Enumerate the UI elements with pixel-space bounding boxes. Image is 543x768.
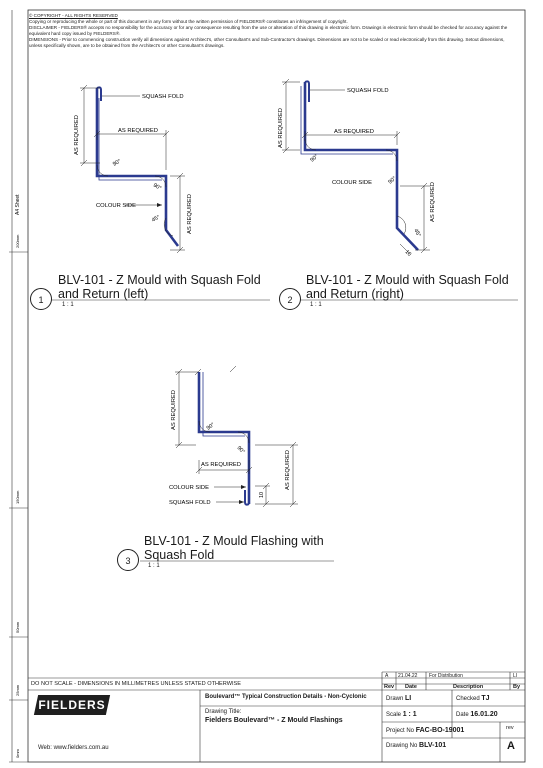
project-no-label: Project No [386,728,415,734]
date-label: Date [456,712,469,718]
detail-3-as-required-left: AS REQUIRED [171,390,177,430]
detail-2-squash-fold-label: SQUASH FOLD [347,88,389,94]
rev-row-by: LI [513,673,518,679]
detail-2-as-required-left: AS REQUIRED [278,108,284,148]
detail-3-number: 3 [117,549,139,571]
project-no-value: FAC-BO-19001 [415,727,465,734]
detail-1-squash-fold-label: SQUASH FOLD [142,94,184,100]
ruler-mark-150: 150mm [15,490,20,504]
titleblock-grid [28,671,525,762]
drawing-no-label: Drawing No [386,743,418,749]
detail-2-drawing: SQUASH FOLD AS REQUIRED AS REQUIRED AS R… [278,78,436,258]
date-field: Date 16.01.20 [456,711,498,718]
project-title: Boulevard™ Typical Construction Details … [205,694,367,700]
drawing-title: Fielders Boulevard™ - Z Mould Flashings [205,717,343,724]
detail-2-angle-45: 45° [412,228,421,238]
drawing-title-label: Drawing Title: [205,709,242,715]
rev-header-rev: Rev [384,684,395,690]
detail-2-scale: 1 : 1 [310,302,322,308]
detail-2-dim-10: 10 [404,249,413,258]
copy-note: Copying or reproducing the whole or part… [29,19,348,24]
copyright-notes: © COPYRIGHT - ALL RIGHTS RESERVED Copyin… [29,13,519,49]
detail-1-angle-90b: 90° [152,183,162,192]
checked-value: TJ [481,695,490,702]
detail-1-as-required-right: AS REQUIRED [187,194,193,234]
detail-1-title-line1: BLV-101 - Z Mould with Squash Fold [58,273,261,287]
drawn-value: LI [405,695,412,702]
rev-row-rev: A [385,673,389,679]
detail-2-title: BLV-101 - Z Mould with Squash Fold and R… [306,273,509,301]
ruler-mark-50: 50mm [15,621,20,633]
ruler-mark-200: 200mm [15,234,20,248]
detail-2-angle-90b: 90° [387,176,397,186]
detail-1-as-required-top: AS REQUIRED [118,128,158,134]
rev-value: A [507,740,515,752]
scale-value: 1 : 1 [402,711,417,718]
ruler-mark-25: 25mm [15,684,20,696]
detail-1-colour-side: COLOUR SIDE [96,203,136,209]
rev-row-description: For Distribution [429,673,463,679]
detail-1-flashing [95,88,180,247]
detail-3-title-line2: Squash Fold [144,548,215,562]
do-not-scale-note: DO NOT SCALE - DIMENSIONS IN MILLIMETRES… [31,681,242,687]
project-no-field: Project No FAC-BO-19001 [386,727,464,734]
detail-1-scale: 1 : 1 [62,302,74,308]
fielders-logo-text: FIELDERS [38,698,106,712]
detail-2-title-line1: BLV-101 - Z Mould with Squash Fold [306,273,509,287]
scale-field: Scale 1 : 1 [386,711,417,718]
detail-3-angle-90a: 90° [206,422,216,432]
fielders-logo: FIELDERS [33,695,111,715]
ruler-ticks [9,251,28,763]
rev-header-date: Date [405,684,417,690]
ruler-sheet-label: A4 Sheet [15,194,21,215]
detail-2-squash-fold [304,80,310,102]
detail-title-underlines [50,299,518,562]
rev-header-description: Description [453,684,484,690]
drawing-no-field: Drawing No BLV-101 [386,742,446,749]
detail-2-title-line2: and Return (right) [306,287,404,301]
date-value: 16.01.20 [470,711,498,718]
detail-3-title: BLV-101 - Z Mould Flashing with Squash F… [144,534,324,562]
detail-3-angle-90b: 90° [236,445,246,455]
detail-3-squash-fold [244,490,250,506]
detail-2-as-required-right: AS REQUIRED [430,182,436,222]
detail-3-squash-fold-label: SQUASH FOLD [169,500,211,506]
detail-2-colour-side: COLOUR SIDE [332,180,372,186]
drawn-label: Drawn [386,696,404,702]
detail-1-angle-90a: 90° [112,158,122,167]
checked-label: Checked [456,696,480,702]
detail-1-as-required-left: AS REQUIRED [74,115,80,155]
detail-1-squash-fold [96,86,102,101]
detail-2-number: 2 [279,288,301,310]
rev-row-date: 21.04.22 [398,673,418,679]
detail-3-drawing: AS REQUIRED AS REQUIRED AS REQUIRED 10 C… [169,365,298,508]
disclaimer-note: DISCLAIMER - FIELDERS® accepts no respon… [29,25,508,36]
detail-3-dim-10: 10 [259,492,265,498]
detail-2-angle-90a: 90° [309,154,319,164]
detail-2-as-required-top: AS REQUIRED [334,129,374,135]
scale-label: Scale [386,712,402,718]
detail-1-title: BLV-101 - Z Mould with Squash Fold and R… [58,273,261,301]
ruler-mark-0: 0mm [15,748,20,758]
detail-3-colour-side: COLOUR SIDE [169,485,209,491]
detail-1-drawing: SQUASH FOLD AS REQUIRED AS REQUIRED AS R… [74,84,193,254]
drawing-no-value: BLV-101 [419,742,447,749]
detail-3-as-required-mid: AS REQUIRED [201,462,241,468]
detail-1-number: 1 [30,288,52,310]
dimensions-note: DIMENSIONS - Prior to commencing constru… [29,37,505,48]
sheet-border [27,9,526,763]
checked-field: Checked TJ [456,695,490,702]
detail-2-flashing [303,82,419,251]
rev-label: rev [506,725,514,731]
detail-3-as-required-right: AS REQUIRED [285,450,291,490]
drawn-field: Drawn LI [386,695,411,702]
detail-1-angle-45: 45° [151,214,161,223]
copyright-heading: © COPYRIGHT - ALL RIGHTS RESERVED [29,13,118,18]
detail-3-scale: 1 : 1 [148,563,160,569]
detail-1-title-line2: and Return (left) [58,287,149,301]
web-address[interactable]: Web: www.fielders.com.au [38,745,109,751]
detail-3-title-line1: BLV-101 - Z Mould Flashing with [144,534,324,548]
rev-header-by: By [513,684,521,690]
